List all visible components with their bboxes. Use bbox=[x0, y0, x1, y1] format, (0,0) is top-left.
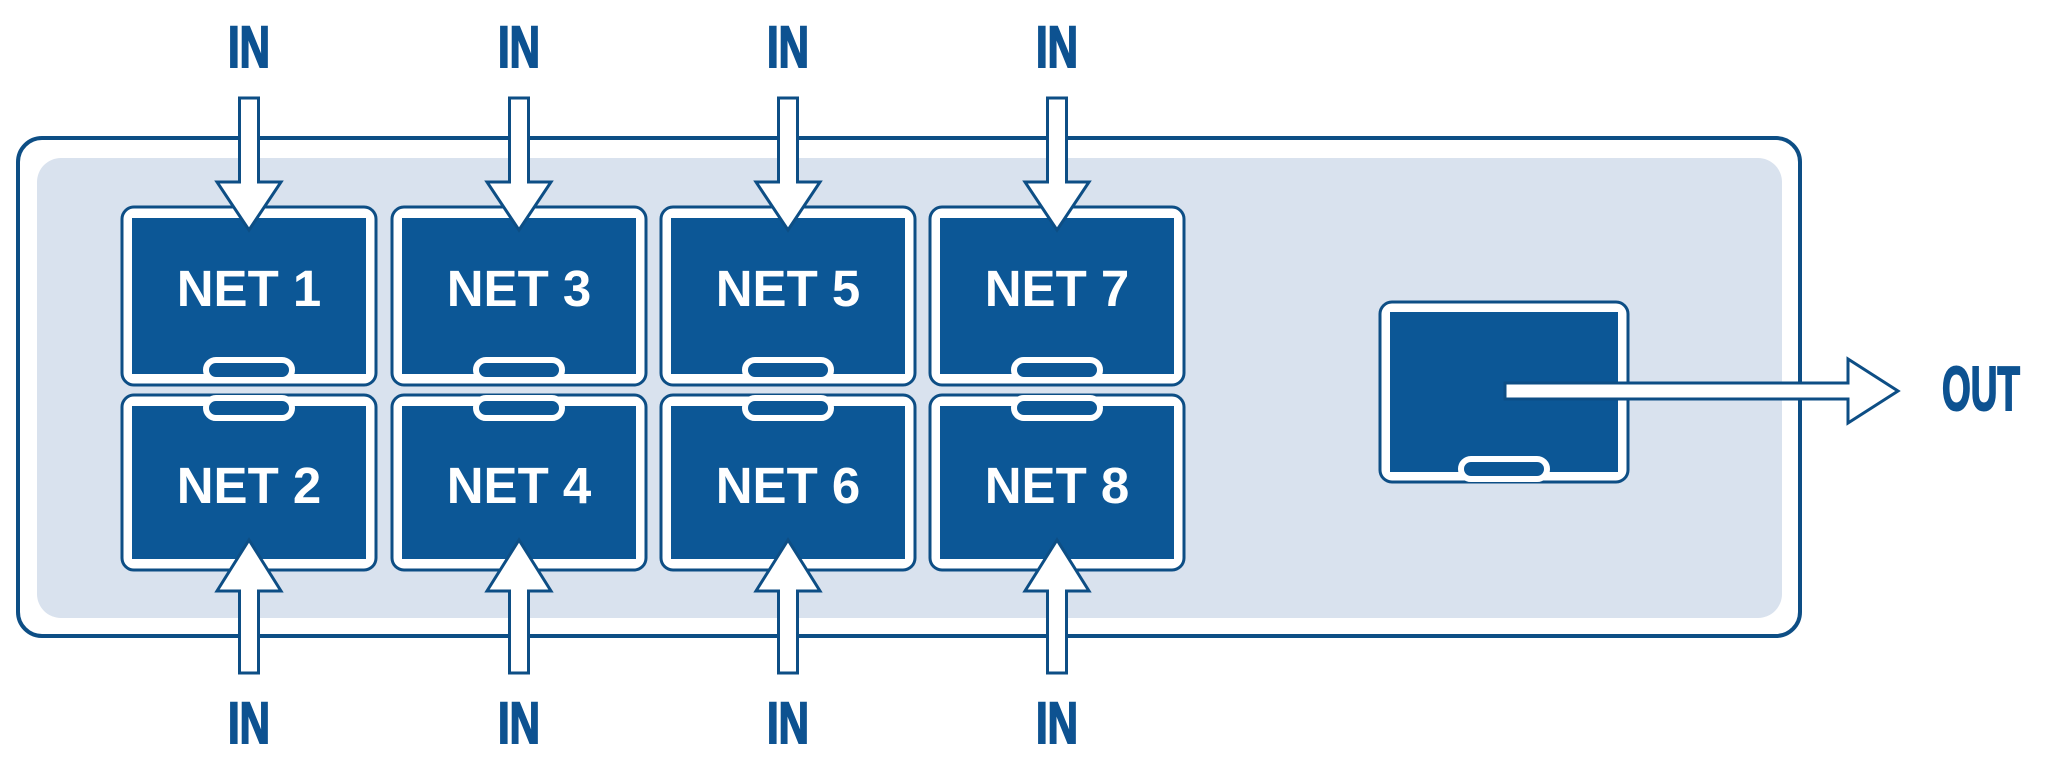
net-input-module-5: NET 5 bbox=[659, 205, 917, 387]
monitor-screen bbox=[132, 218, 366, 374]
out-arrow bbox=[1503, 356, 1901, 426]
in-label-top-4: IN bbox=[1036, 15, 1078, 80]
in-label-bottom-4: IN bbox=[1036, 691, 1078, 756]
monitor-screen bbox=[671, 218, 905, 374]
in-label-bottom-2: IN bbox=[498, 691, 540, 756]
monitor-screen bbox=[940, 218, 1174, 374]
in-arrow-top-4 bbox=[1022, 96, 1092, 233]
in-arrow-bottom-1 bbox=[214, 537, 284, 675]
monitor-stand bbox=[742, 395, 834, 421]
net-input-module-8: NET 8 bbox=[928, 393, 1186, 572]
net-input-module-2: NET 2 bbox=[120, 393, 378, 572]
monitor-stand bbox=[1011, 357, 1103, 383]
in-arrow-bottom-4 bbox=[1022, 537, 1092, 675]
in-label-top-2: IN bbox=[498, 15, 540, 80]
in-label-bottom-1: IN bbox=[228, 691, 270, 756]
monitor-screen bbox=[132, 406, 366, 559]
in-arrow-bottom-3 bbox=[753, 537, 823, 675]
monitor-stand bbox=[742, 357, 834, 383]
in-arrow-top-2 bbox=[484, 96, 554, 233]
monitor-stand bbox=[203, 357, 295, 383]
out-label: OUT bbox=[1942, 355, 2020, 424]
net-input-module-4: NET 4 bbox=[390, 393, 648, 572]
in-arrow-top-3 bbox=[753, 96, 823, 233]
net-input-module-6: NET 6 bbox=[659, 393, 917, 572]
monitor-screen bbox=[402, 218, 636, 374]
net-input-module-7: NET 7 bbox=[928, 205, 1186, 387]
in-arrow-top-1 bbox=[214, 96, 284, 233]
net-input-label: NET 5 bbox=[716, 260, 861, 317]
monitor-screen bbox=[940, 406, 1174, 559]
in-label-bottom-3: IN bbox=[767, 691, 809, 756]
monitor-screen bbox=[402, 406, 636, 559]
net-input-label: NET 1 bbox=[177, 260, 322, 317]
monitor-stand bbox=[203, 395, 295, 421]
monitor-stand bbox=[1458, 456, 1550, 482]
in-arrow-bottom-2 bbox=[484, 537, 554, 675]
net-input-module-1: NET 1 bbox=[120, 205, 378, 387]
net-input-label: NET 7 bbox=[985, 260, 1130, 317]
monitor-stand bbox=[473, 357, 565, 383]
net-input-label: NET 6 bbox=[716, 457, 861, 514]
in-label-top-3: IN bbox=[767, 15, 809, 80]
in-label-top-1: IN bbox=[228, 15, 270, 80]
net-input-label: NET 3 bbox=[447, 260, 592, 317]
net-input-label: NET 2 bbox=[177, 457, 322, 514]
monitor-screen bbox=[671, 406, 905, 559]
monitor-stand bbox=[1011, 395, 1103, 421]
net-input-label: NET 4 bbox=[447, 457, 592, 514]
net-input-module-3: NET 3 bbox=[390, 205, 648, 387]
monitor-stand bbox=[473, 395, 565, 421]
net-input-label: NET 8 bbox=[985, 457, 1130, 514]
